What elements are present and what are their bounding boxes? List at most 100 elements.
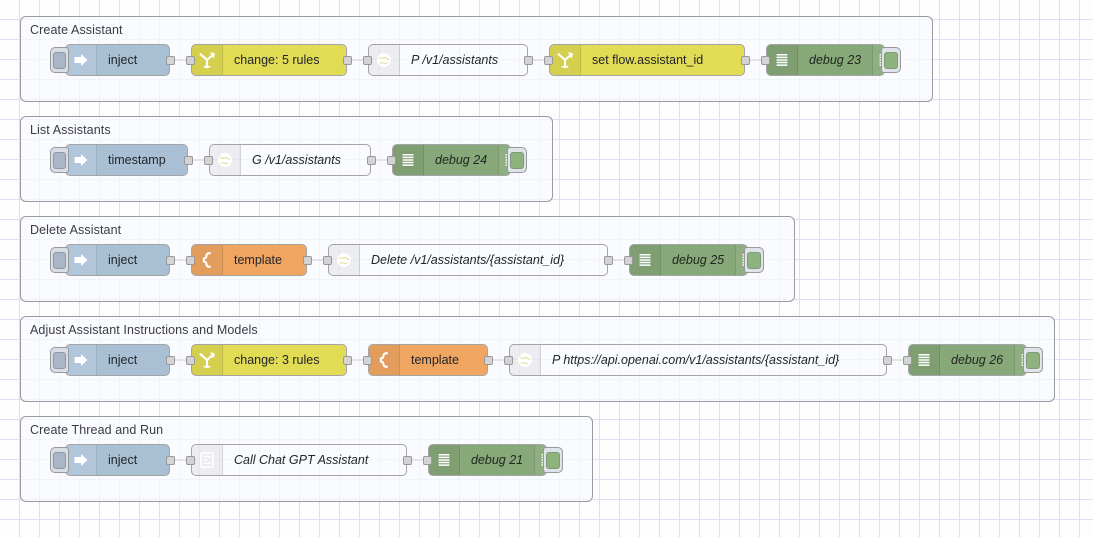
node-label: Delete /v1/assistants/{assistant_id} — [371, 253, 565, 267]
node-http_request[interactable]: P /v1/assistants — [363, 44, 533, 76]
debug-lines-icon — [393, 145, 424, 175]
node-input-port[interactable] — [186, 356, 195, 365]
node-output-port[interactable] — [484, 356, 493, 365]
change-swap-icon — [192, 45, 223, 75]
node-label: inject — [108, 253, 138, 267]
node-label: template — [411, 353, 459, 367]
node-debug[interactable]: debug 23 — [761, 44, 901, 76]
node-inject[interactable]: timestamp — [50, 144, 193, 176]
node-input-port[interactable] — [624, 256, 633, 265]
debug-toggle-button[interactable] — [1023, 347, 1043, 373]
flow-group-label: List Assistants — [30, 123, 111, 137]
inject-trigger-button[interactable] — [50, 247, 69, 273]
node-debug[interactable]: debug 25 — [624, 244, 764, 276]
node-inject[interactable]: inject — [50, 244, 175, 276]
node-input-port[interactable] — [761, 56, 770, 65]
inject-trigger-button[interactable] — [50, 47, 69, 73]
node-change[interactable]: change: 3 rules — [186, 344, 352, 376]
node-input-port[interactable] — [903, 356, 912, 365]
node-output-port[interactable] — [303, 256, 312, 265]
node-label: set flow.assistant_id — [592, 53, 704, 67]
node-chatgpt[interactable]: Call Chat GPT Assistant — [186, 444, 412, 476]
node-output-port[interactable] — [524, 56, 533, 65]
node-debug[interactable]: debug 26 — [903, 344, 1043, 376]
flow-group-label: Create Assistant — [30, 23, 123, 37]
node-output-port[interactable] — [604, 256, 613, 265]
node-label: Call Chat GPT Assistant — [234, 453, 369, 467]
node-inject[interactable]: inject — [50, 44, 175, 76]
node-input-port[interactable] — [423, 456, 432, 465]
node-label: template — [234, 253, 282, 267]
node-input-port[interactable] — [186, 456, 195, 465]
node-label: debug 24 — [435, 153, 488, 167]
node-output-port[interactable] — [343, 56, 352, 65]
flow-group-label: Create Thread and Run — [30, 423, 164, 437]
node-output-port[interactable] — [343, 356, 352, 365]
node-template[interactable]: template — [186, 244, 312, 276]
node-output-port[interactable] — [403, 456, 412, 465]
debug-button-face-icon — [1026, 351, 1040, 369]
chatgpt-form-icon — [192, 445, 223, 475]
inject-trigger-button[interactable] — [50, 147, 69, 173]
node-output-port[interactable] — [166, 456, 175, 465]
node-label: debug 23 — [809, 53, 862, 67]
node-inject[interactable]: inject — [50, 344, 175, 376]
node-output-port[interactable] — [184, 156, 193, 165]
inject-trigger-button[interactable] — [50, 347, 69, 373]
node-label: change: 3 rules — [234, 353, 320, 367]
node-output-port[interactable] — [883, 356, 892, 365]
inject-trigger-button[interactable] — [50, 447, 69, 473]
node-template[interactable]: template — [363, 344, 493, 376]
globe-icon — [510, 345, 541, 375]
inject-arrow-icon — [66, 345, 97, 375]
globe-icon — [210, 145, 241, 175]
node-output-port[interactable] — [166, 356, 175, 365]
node-label: inject — [108, 53, 138, 67]
node-label: inject — [108, 453, 138, 467]
node-label: timestamp — [108, 153, 166, 167]
node-output-port[interactable] — [166, 256, 175, 265]
node-input-port[interactable] — [544, 56, 553, 65]
node-input-port[interactable] — [504, 356, 513, 365]
node-debug[interactable]: debug 21 — [423, 444, 563, 476]
node-label: G /v1/assistants — [252, 153, 341, 167]
debug-lines-icon — [630, 245, 661, 275]
debug-button-face-icon — [884, 51, 898, 69]
inject-button-face-icon — [53, 251, 66, 269]
node-input-port[interactable] — [186, 256, 195, 265]
node-label: P /v1/assistants — [411, 53, 499, 67]
inject-button-face-icon — [53, 351, 66, 369]
inject-button-face-icon — [53, 51, 66, 69]
node-label: P https://api.openai.com/v1/assistants/{… — [552, 353, 840, 367]
node-change[interactable]: set flow.assistant_id — [544, 44, 750, 76]
node-input-port[interactable] — [186, 56, 195, 65]
node-output-port[interactable] — [166, 56, 175, 65]
template-brace-icon — [369, 345, 400, 375]
node-label: change: 5 rules — [234, 53, 320, 67]
node-http_request[interactable]: Delete /v1/assistants/{assistant_id} — [323, 244, 613, 276]
node-inject[interactable]: inject — [50, 444, 175, 476]
debug-toggle-button[interactable] — [744, 247, 764, 273]
node-change[interactable]: change: 5 rules — [186, 44, 352, 76]
debug-toggle-button[interactable] — [543, 447, 563, 473]
node-output-port[interactable] — [367, 156, 376, 165]
node-input-port[interactable] — [363, 356, 372, 365]
node-input-port[interactable] — [363, 56, 372, 65]
node-input-port[interactable] — [323, 256, 332, 265]
debug-toggle-button[interactable] — [507, 147, 527, 173]
globe-icon — [369, 45, 400, 75]
change-swap-icon — [192, 345, 223, 375]
debug-button-face-icon — [747, 251, 761, 269]
flow-group-label: Delete Assistant — [30, 223, 122, 237]
debug-toggle-button[interactable] — [881, 47, 901, 73]
debug-lines-icon — [429, 445, 460, 475]
node-debug[interactable]: debug 24 — [387, 144, 527, 176]
node-output-port[interactable] — [741, 56, 750, 65]
node-input-port[interactable] — [204, 156, 213, 165]
node-http_request[interactable]: P https://api.openai.com/v1/assistants/{… — [504, 344, 892, 376]
node-input-port[interactable] — [387, 156, 396, 165]
node-http_request[interactable]: G /v1/assistants — [204, 144, 376, 176]
inject-arrow-icon — [66, 45, 97, 75]
debug-lines-icon — [767, 45, 798, 75]
